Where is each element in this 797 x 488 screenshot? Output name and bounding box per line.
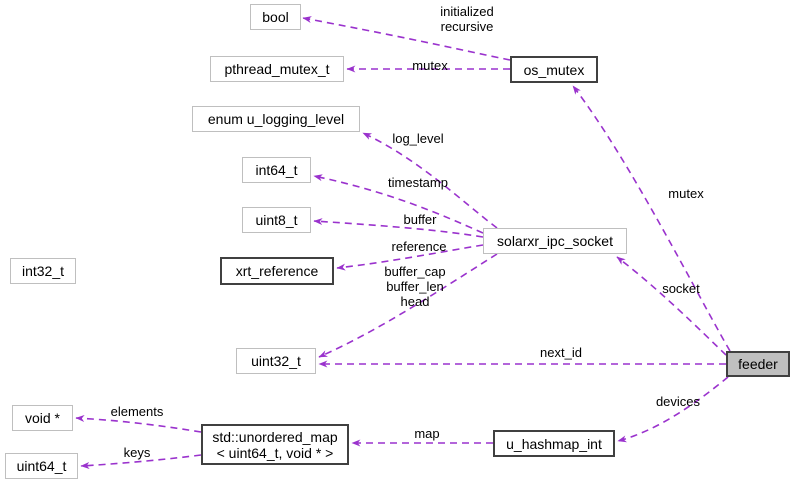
node-std_unordered_map[interactable]: std::unordered_map < uint64_t, void * > xyxy=(201,424,349,465)
edge-label-e14: keys xyxy=(123,445,151,460)
node-solarxr_ipc_socket[interactable]: solarxr_ipc_socket xyxy=(483,228,627,254)
edge-std_unordered_map-to-uint64_t xyxy=(80,454,202,469)
edge-feeder-to-solarxr_ipc_socket xyxy=(616,256,727,356)
edge-label-e1: initialized recursive xyxy=(440,4,494,34)
edge-label-e7: mutex xyxy=(668,186,704,201)
node-bool[interactable]: bool xyxy=(250,4,301,30)
edge-solarxr_ipc_socket-to-uint8_t xyxy=(313,218,484,238)
edge-feeder-to-u_hashmap_int xyxy=(617,376,729,443)
edge-label-e13: elements xyxy=(110,404,164,419)
node-int32_t[interactable]: int32_t xyxy=(10,258,76,284)
edge-solarxr_ipc_socket-to-xrt_reference xyxy=(336,244,484,271)
node-int64_t[interactable]: int64_t xyxy=(242,157,311,183)
edge-label-e12: map xyxy=(414,426,440,441)
edge-solarxr_ipc_socket-to-uint32_t xyxy=(318,253,498,358)
edge-label-e8: socket xyxy=(662,281,700,296)
node-feeder[interactable]: feeder xyxy=(726,351,790,377)
node-void_ptr[interactable]: void * xyxy=(12,405,73,431)
edge-label-e5: buffer xyxy=(403,212,437,227)
node-u_hashmap_int[interactable]: u_hashmap_int xyxy=(493,430,615,457)
node-os_mutex[interactable]: os_mutex xyxy=(510,56,598,83)
node-uint64_t[interactable]: uint64_t xyxy=(5,453,78,479)
node-uint8_t[interactable]: uint8_t xyxy=(242,207,311,233)
edge-os_mutex-to-bool xyxy=(302,16,511,61)
edge-label-e9: next_id xyxy=(540,345,582,360)
node-pthread_mutex_t[interactable]: pthread_mutex_t xyxy=(210,56,344,82)
node-xrt_reference[interactable]: xrt_reference xyxy=(220,257,334,285)
edge-label-e2: mutex xyxy=(412,58,448,73)
edge-label-e6: reference xyxy=(391,239,447,254)
edge-label-e4: timestamp xyxy=(388,175,448,190)
edge-feeder-to-os_mutex xyxy=(572,85,731,352)
edge-label-e10: buffer_cap buffer_len head xyxy=(384,264,446,309)
edge-label-e11: devices xyxy=(655,394,701,409)
edge-solarxr_ipc_socket-to-enum_u_logging_level xyxy=(362,132,498,229)
node-uint32_t[interactable]: uint32_t xyxy=(236,348,316,374)
edge-solarxr_ipc_socket-to-int64_t xyxy=(313,174,484,234)
edge-label-e3: log_level xyxy=(392,131,444,146)
node-enum_u_logging_level[interactable]: enum u_logging_level xyxy=(192,106,360,132)
edge-std_unordered_map-to-void_ptr xyxy=(75,414,202,433)
